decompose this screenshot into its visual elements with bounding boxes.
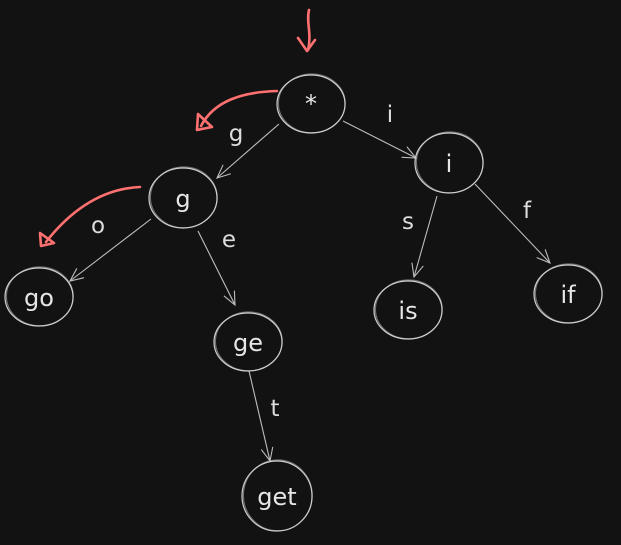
root-to-g-pointer-arrow xyxy=(199,89,279,128)
edge-line-i-if xyxy=(474,183,551,264)
node-label-go: go xyxy=(24,284,54,312)
edge-label-ge-get: t xyxy=(270,396,279,422)
edges-layer: g i o e s f t xyxy=(68,102,551,463)
node-i: i xyxy=(414,131,484,194)
edge-label-i-if: f xyxy=(523,198,532,224)
edge-i-is: s xyxy=(402,195,438,279)
edge-i-if: f xyxy=(474,183,551,264)
node-label-i: i xyxy=(446,150,453,178)
edge-line-g-ge xyxy=(197,230,236,306)
traversal-pointers xyxy=(38,8,317,248)
node-outline-if xyxy=(534,263,603,324)
node-label-if: if xyxy=(560,281,576,309)
node-is: is xyxy=(373,279,443,340)
edge-arrowhead-i-if xyxy=(536,249,551,264)
node-label-root: * xyxy=(305,90,317,118)
edge-line-root-g xyxy=(216,123,280,179)
edge-label-root-i: i xyxy=(387,102,393,128)
node-root: * xyxy=(276,73,346,134)
node-outline-get xyxy=(242,459,313,532)
entry-pointer-arrowhead xyxy=(296,36,317,53)
node-g: g xyxy=(148,166,218,229)
node-if: if xyxy=(533,263,603,324)
node-label-g: g xyxy=(175,185,190,213)
edge-ge-get: t xyxy=(248,370,280,463)
node-outline-go xyxy=(5,266,74,327)
edge-label-i-is: s xyxy=(402,209,414,235)
entry-pointer-arrow xyxy=(306,8,311,52)
edge-line-i-is xyxy=(413,195,438,278)
edge-line-g-go xyxy=(69,218,152,282)
g-to-go-pointer-arrowhead xyxy=(38,231,56,248)
node-outline-is xyxy=(374,279,443,340)
node-get: get xyxy=(241,459,313,532)
edge-root-g: g xyxy=(215,121,280,179)
root-to-g-pointer-arrowhead xyxy=(195,112,214,132)
edge-arrowhead-root-g xyxy=(215,164,231,179)
g-to-go-pointer-arrow xyxy=(44,185,142,244)
node-ge: ge xyxy=(213,311,283,372)
node-go: go xyxy=(4,266,74,327)
edge-arrowhead-g-ge xyxy=(223,290,236,307)
edge-label-g-ge: e xyxy=(222,227,236,253)
edge-label-root-g: g xyxy=(229,121,244,147)
node-outline-root xyxy=(277,73,346,134)
edge-g-go: o xyxy=(68,213,152,282)
edge-label-g-go: o xyxy=(91,213,105,239)
edge-arrowhead-i-is xyxy=(411,262,424,279)
edge-root-i: i xyxy=(342,102,418,159)
edge-g-ge: e xyxy=(197,227,236,307)
edge-line-ge-get xyxy=(248,370,271,462)
node-label-get: get xyxy=(257,483,296,511)
node-outline-i xyxy=(415,131,484,194)
node-outline-ge xyxy=(214,311,283,372)
node-outline-g xyxy=(149,166,218,229)
node-label-is: is xyxy=(398,297,417,325)
edge-arrowhead-g-go xyxy=(68,268,85,282)
node-label-ge: ge xyxy=(233,329,263,357)
edge-line-root-i xyxy=(342,120,417,159)
